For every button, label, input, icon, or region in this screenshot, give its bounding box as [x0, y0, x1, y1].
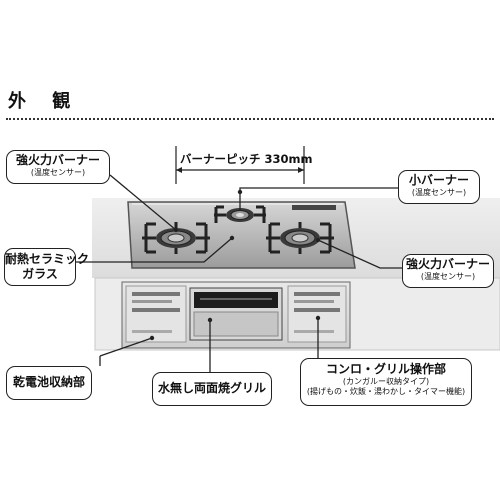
callout-battery-title: 乾電池収納部 [12, 375, 85, 389]
cooktop-vent [292, 205, 336, 210]
callout-left-burner-title: 強火力バーナー [15, 153, 100, 167]
small-burner-graphic [214, 205, 266, 223]
callout-small-burner: 小バーナー (温度センサー) [398, 170, 480, 204]
callout-ceramic-line1: 耐熱セラミック [5, 252, 90, 266]
leader-dot-control [315, 315, 321, 321]
callout-right-burner: 強火力バーナー (温度センサー) [402, 254, 494, 288]
callout-small-burner-sub: (温度センサー) [411, 188, 467, 197]
leader-small-burner [239, 187, 398, 210]
callout-ceramic-glass: 耐熱セラミック ガラス [4, 248, 90, 286]
leader-dot-grill [207, 317, 213, 323]
section-heading: 外 観 [8, 91, 81, 112]
callout-control-title: コンロ・グリル操作部 [325, 362, 446, 376]
callout-control-sub1: (カンガルー収納タイプ) [342, 377, 430, 386]
callout-right-burner-sub: (温度センサー) [420, 272, 476, 281]
callout-grill-title: 水無し両面焼グリル [157, 381, 266, 395]
callout-right-burner-title: 強火力バーナー [405, 257, 490, 271]
dotted-divider [6, 118, 494, 120]
callout-ceramic-line2: ガラス [22, 267, 58, 281]
cooktop-glass [127, 201, 356, 269]
left-burner-graphic [142, 222, 210, 254]
leader-dot-left-burner [173, 227, 179, 233]
pitch-arrow-right [298, 167, 304, 173]
leader-dot-right-burner [315, 237, 321, 243]
callout-battery: 乾電池収納部 [6, 366, 92, 400]
callout-grill: 水無し両面焼グリル [152, 372, 272, 406]
callout-control-sub2: (揚げもの・炊飯・湯わかし・タイマー機能) [306, 387, 466, 396]
leader-left-burner [109, 174, 177, 231]
burner-pitch-label: バーナーピッチ 330mm [180, 152, 313, 166]
leader-dot-small-burner [237, 189, 243, 195]
callout-control: コンロ・グリル操作部 (カンガルー収納タイプ) (揚げもの・炊飯・湯わかし・タイ… [300, 358, 472, 406]
leader-battery-diag [99, 337, 153, 357]
callout-left-burner-sub: (温度センサー) [30, 168, 86, 177]
leader-dot-ceramic [229, 235, 235, 241]
leader-right-burner [317, 239, 402, 269]
leader-ceramic [56, 237, 233, 263]
pitch-arrow-left [176, 167, 182, 173]
callout-left-burner: 強火力バーナー (温度センサー) [6, 150, 110, 184]
callout-small-burner-title: 小バーナー [408, 173, 469, 187]
right-burner-graphic [266, 222, 334, 254]
